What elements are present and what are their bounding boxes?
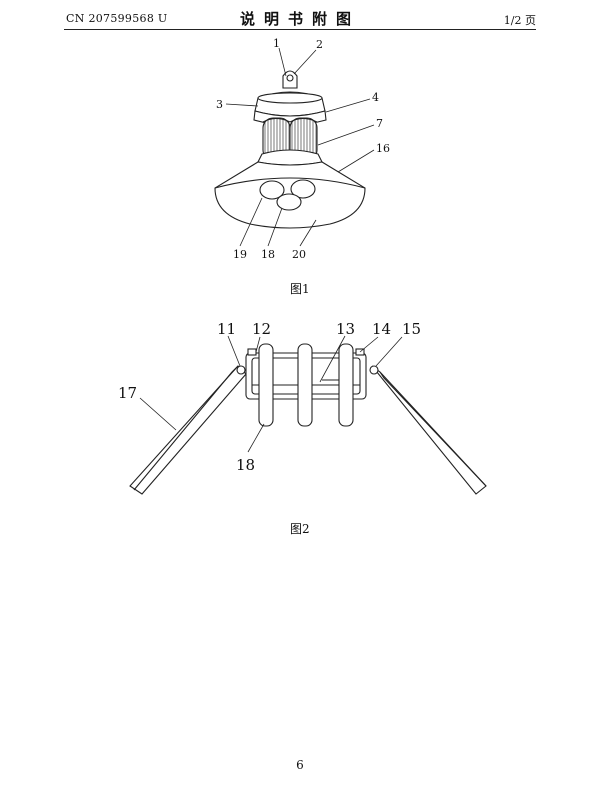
label-17: 17 bbox=[118, 384, 137, 402]
light-tubes bbox=[258, 343, 354, 427]
right-hinge bbox=[369, 365, 379, 375]
figure-2-labels: 11 12 13 14 15 17 18 bbox=[118, 320, 421, 474]
label-1: 1 bbox=[273, 37, 280, 50]
label-11: 11 bbox=[217, 320, 236, 338]
right-wing-panel bbox=[371, 365, 487, 495]
label-7: 7 bbox=[376, 117, 383, 130]
label-3: 3 bbox=[216, 98, 223, 111]
label-2: 2 bbox=[316, 38, 323, 51]
page-count: 1/2 页 bbox=[503, 14, 536, 27]
page-number: 6 bbox=[296, 758, 304, 772]
label-19: 19 bbox=[233, 248, 247, 261]
section-title: 说明书附图 bbox=[239, 10, 360, 28]
label-18b: 18 bbox=[236, 456, 255, 474]
label-12: 12 bbox=[252, 320, 271, 338]
header-rule bbox=[64, 29, 536, 30]
figure-1-leaders bbox=[225, 47, 375, 247]
label-20: 20 bbox=[292, 248, 306, 261]
left-hinge bbox=[236, 365, 246, 375]
figure-1-labels: 1 2 3 4 7 16 19 18 20 bbox=[216, 37, 390, 261]
label-15: 15 bbox=[402, 320, 421, 338]
figure-2-leaders bbox=[139, 335, 403, 453]
label-16: 16 bbox=[376, 142, 390, 155]
label-13: 13 bbox=[336, 320, 355, 338]
label-4: 4 bbox=[372, 91, 379, 104]
label-18: 18 bbox=[261, 248, 275, 261]
left-wing-panel bbox=[129, 365, 247, 495]
figure-2-caption: 图2 bbox=[290, 522, 310, 536]
patent-number: CN 207599568 U bbox=[66, 12, 168, 25]
figure-1-caption: 图1 bbox=[290, 282, 310, 296]
led-modules bbox=[259, 179, 316, 211]
hanging-ring bbox=[282, 70, 298, 89]
label-14: 14 bbox=[372, 320, 391, 338]
